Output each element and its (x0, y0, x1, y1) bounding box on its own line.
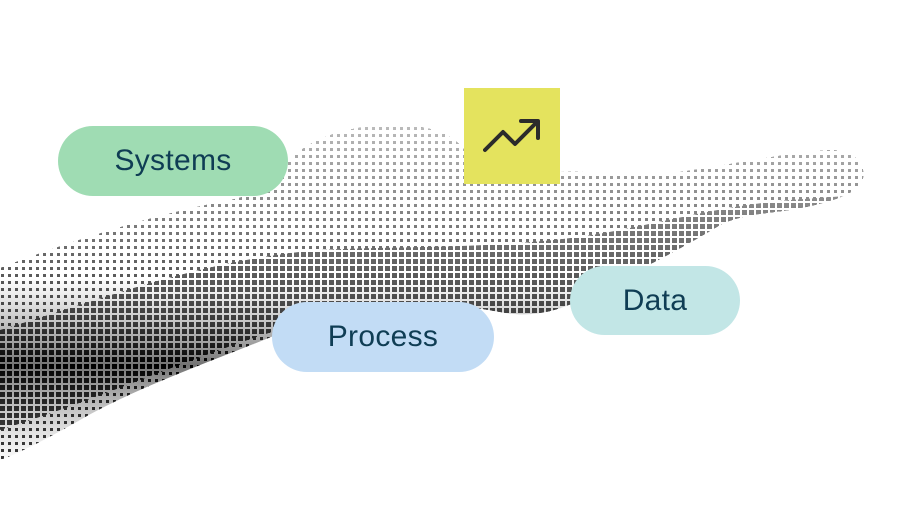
process-pill: Process (272, 302, 494, 372)
data-label: Data (622, 283, 688, 317)
trend-box (464, 88, 560, 184)
process-label: Process (327, 320, 439, 353)
systems-label: Systems (114, 144, 232, 177)
systems-pill: Systems (58, 126, 288, 196)
trending-up-icon (483, 119, 540, 152)
data-pill: Data (570, 266, 740, 335)
